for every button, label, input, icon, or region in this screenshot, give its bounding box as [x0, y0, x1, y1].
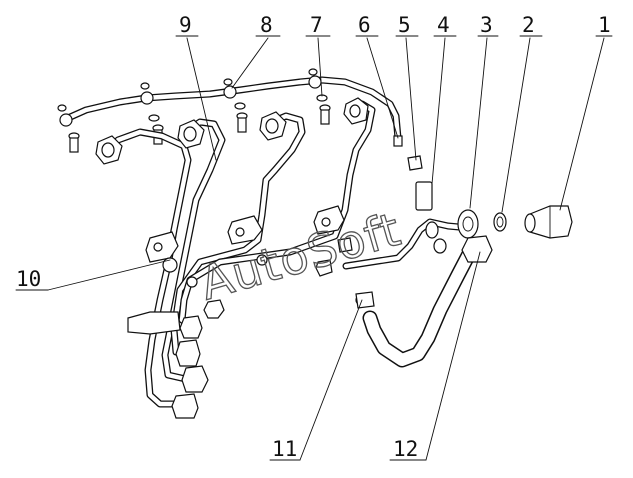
callout-8: 8: [260, 13, 273, 37]
return-line-bolts: [57, 68, 331, 153]
callout-1: 1: [598, 13, 611, 37]
fuel-supply-pipe: [342, 181, 474, 270]
callout-7: 7: [310, 13, 323, 37]
leader-lines: [15, 35, 613, 461]
callout-labels: 1 2 3 4 5 6 7 8 9 10 11 12: [16, 13, 611, 461]
callout-9: 9: [179, 13, 192, 37]
callout-10: 10: [16, 267, 41, 291]
callout-3: 3: [480, 13, 493, 37]
fuel-return-line: [59, 75, 403, 147]
injector-nuts: [95, 97, 369, 165]
callout-11: 11: [272, 437, 297, 461]
fuel-hose: [355, 235, 493, 368]
pump-end-nuts: [171, 315, 209, 419]
callout-12: 12: [393, 437, 418, 461]
callout-4: 4: [437, 13, 450, 37]
callout-5: 5: [398, 13, 411, 37]
watermark-text: AutoSoft: [194, 202, 406, 311]
callout-2: 2: [522, 13, 535, 37]
banjo-assembly: [457, 205, 573, 239]
callout-6: 6: [358, 13, 371, 37]
pipe-clamps: [127, 205, 345, 335]
